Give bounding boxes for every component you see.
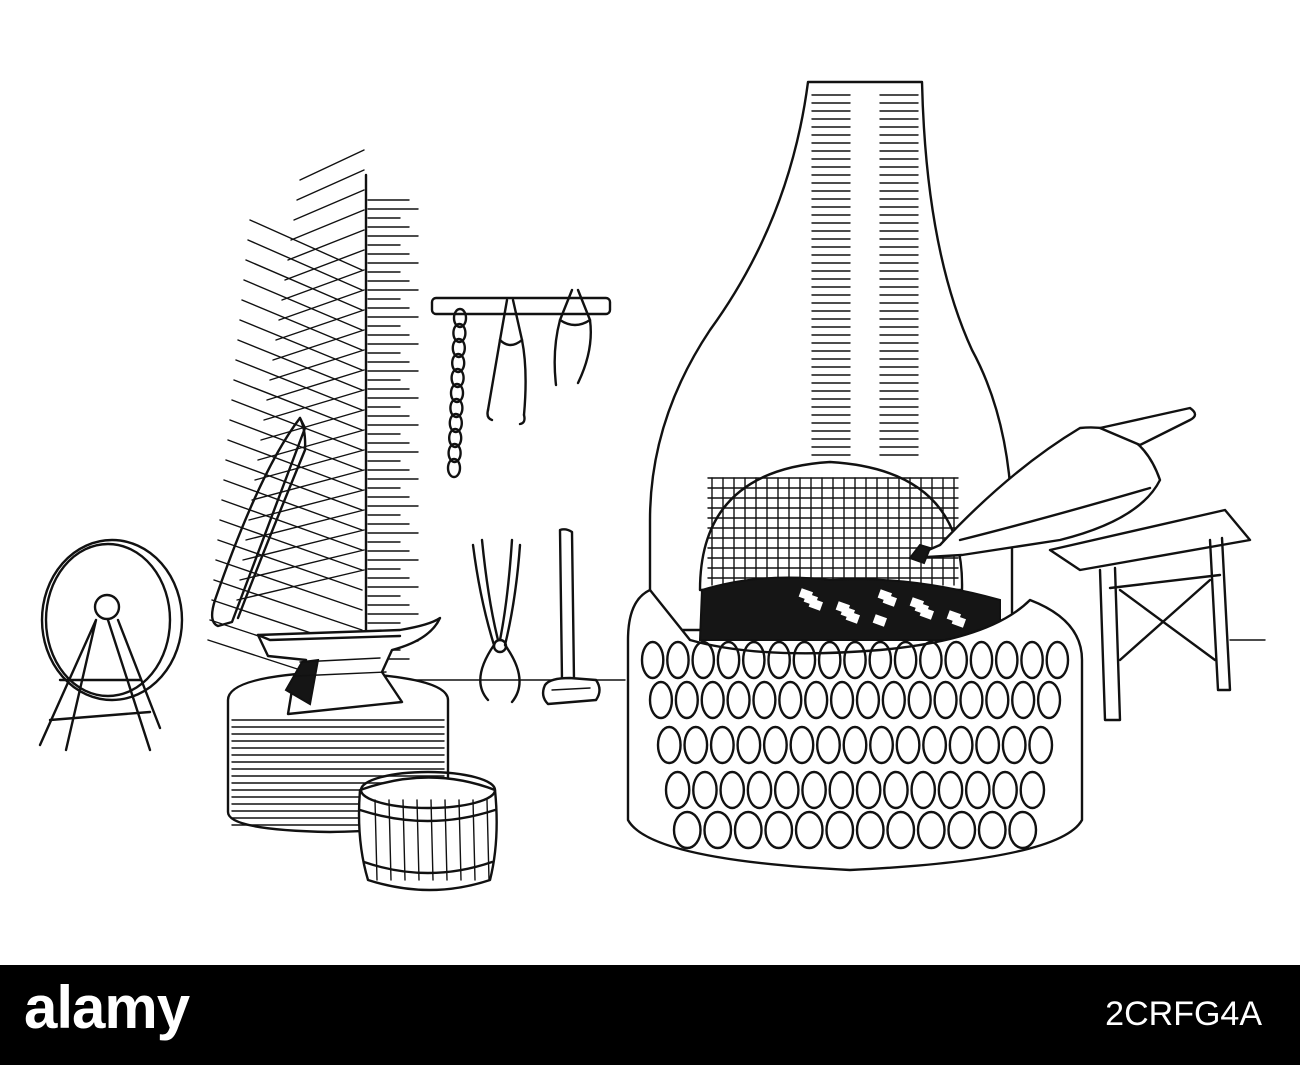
wall-pillar xyxy=(207,149,419,691)
sledge-hammer xyxy=(541,528,601,706)
water-barrel xyxy=(357,770,498,892)
watermark-stock-id: 2CRFG4A xyxy=(1105,995,1262,1033)
anvil xyxy=(256,616,442,716)
hanging-pliers-2 xyxy=(553,288,592,387)
forge-opening xyxy=(698,460,1001,641)
blacksmith-forge-sketch xyxy=(38,80,1266,892)
standing-tongs xyxy=(471,538,522,704)
grindstone xyxy=(38,538,184,752)
hanging-chain xyxy=(446,307,468,479)
leaning-bow-tool xyxy=(210,416,307,628)
tool-rack xyxy=(430,288,612,479)
watermark-bar: alamy 2CRFG4A xyxy=(0,965,1300,1065)
watermark-logo: alamy xyxy=(24,974,190,1041)
hanging-pliers-1 xyxy=(486,298,527,426)
burning-coals xyxy=(798,588,967,628)
bellows xyxy=(908,406,1197,565)
stone-hearth xyxy=(626,588,1084,872)
bellows-stool xyxy=(1048,508,1252,722)
